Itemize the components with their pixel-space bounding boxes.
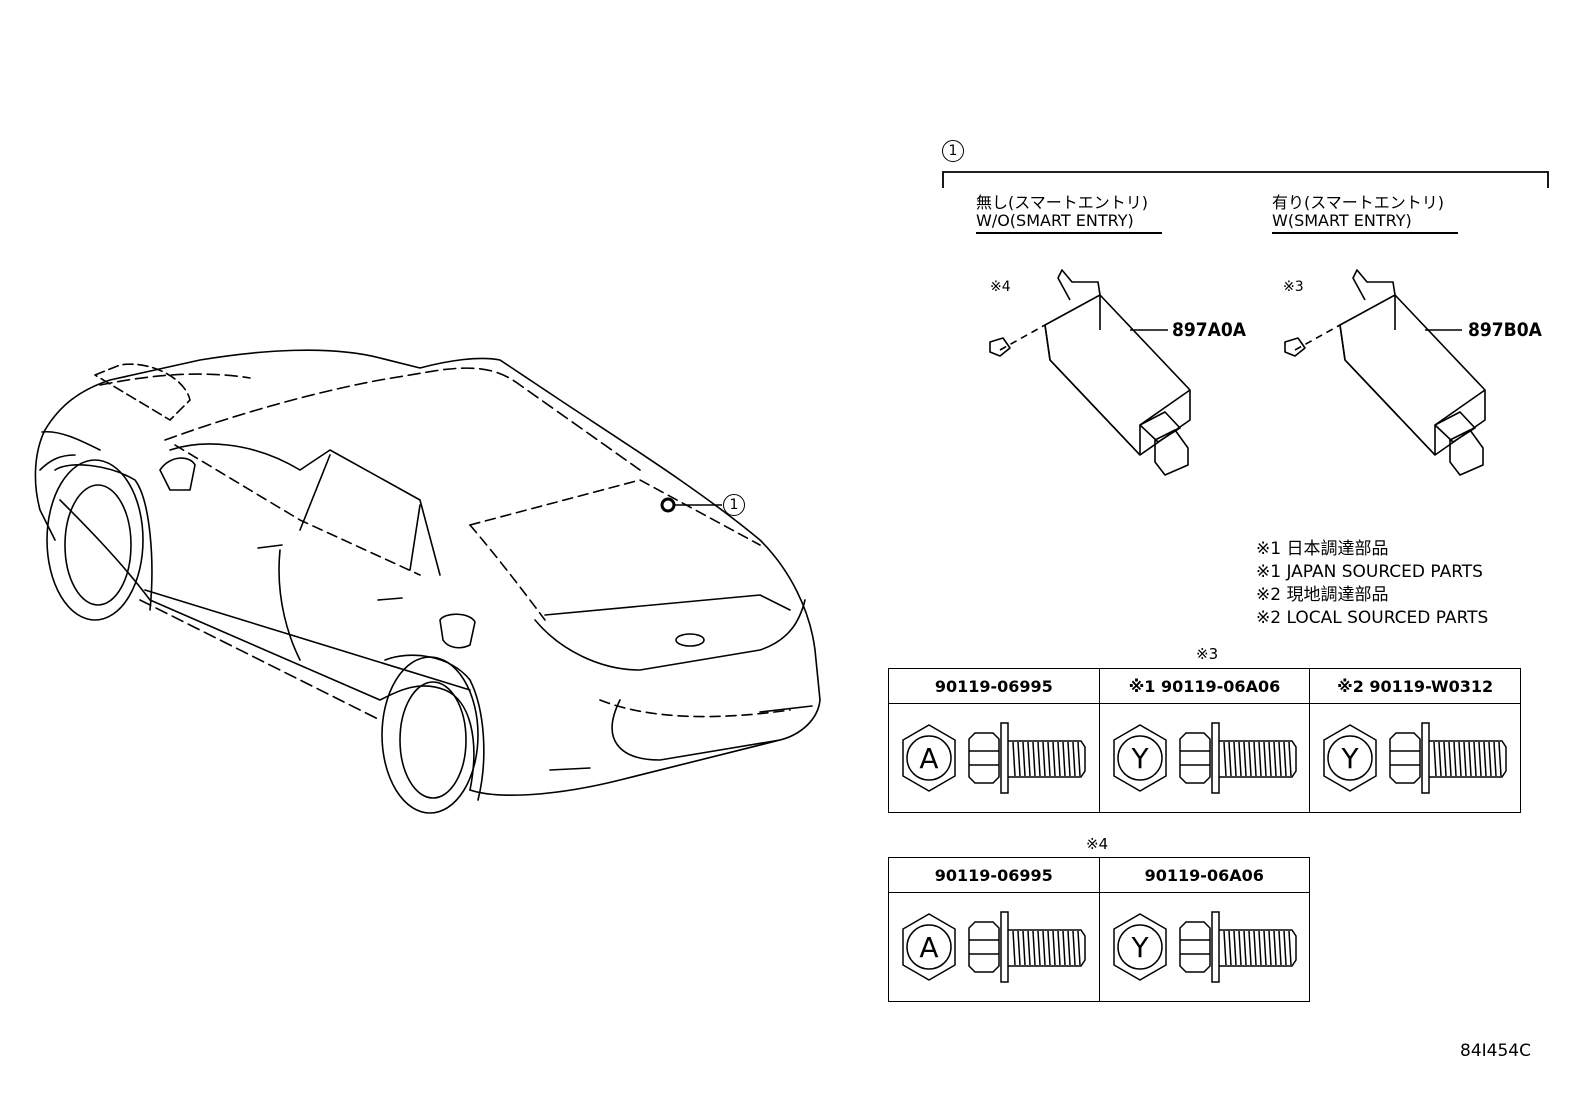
- table3-bolt-3: Y: [1309, 703, 1521, 813]
- bolt-icon: Y: [1100, 705, 1310, 811]
- variant-wo-jp: 無し(スマートエントリ): [976, 193, 1149, 212]
- variant-w-label: 有り(スマートエントリ) W(SMART ENTRY): [1272, 194, 1458, 234]
- table3-header-3: ※2 90119-W0312: [1309, 668, 1521, 704]
- table3-bolt-1: A: [888, 703, 1100, 813]
- table4-header-1: 90119-06995: [888, 857, 1100, 893]
- part-number-897b0a: 897B0A: [1468, 319, 1542, 341]
- variant-wo-label: 無し(スマートエントリ) W/O(SMART ENTRY): [976, 194, 1162, 234]
- bolt-icon: Y: [1310, 705, 1520, 811]
- variant-wo-note-ref: ※4: [990, 279, 1011, 295]
- part-number-897a0a: 897A0A: [1172, 319, 1247, 341]
- bolt-head-mark: A: [919, 931, 938, 964]
- table3-label: ※3: [1196, 645, 1219, 663]
- note-1-jp: ※1 日本調達部品: [1256, 539, 1389, 559]
- bolt-table-4: 90119-06995 90119-06A06 A Y: [888, 857, 1310, 1002]
- bolt-head-mark: Y: [1130, 742, 1149, 775]
- group-header-callout: 1: [942, 140, 964, 162]
- table3-header-2: ※1 90119-06A06: [1098, 668, 1311, 704]
- bolt-icon: Y: [1100, 894, 1310, 1000]
- variant-wo-en: W/O(SMART ENTRY): [976, 211, 1134, 230]
- bolt-icon: A: [889, 705, 1099, 811]
- diagram-code: 84I454C: [1460, 1041, 1531, 1061]
- table3-header-1: 90119-06995: [888, 668, 1100, 704]
- callout-1-car: 1: [723, 494, 745, 516]
- bolt-head-mark: Y: [1130, 931, 1149, 964]
- table3-bolt-2: Y: [1098, 703, 1311, 813]
- variant-w-jp: 有り(スマートエントリ): [1272, 193, 1445, 212]
- bolt-icon: A: [889, 894, 1099, 1000]
- note-2-jp: ※2 現地調達部品: [1256, 585, 1389, 605]
- bolt-head-mark: Y: [1341, 742, 1360, 775]
- bolt-head-mark: A: [919, 742, 938, 775]
- variant-w-en: W(SMART ENTRY): [1272, 211, 1412, 230]
- table4-label: ※4: [1086, 835, 1109, 853]
- note-2-en: ※2 LOCAL SOURCED PARTS: [1256, 608, 1489, 628]
- bolt-table-3: 90119-06995 ※1 90119-06A06 ※2 90119-W031…: [888, 668, 1521, 813]
- note-1-en: ※1 JAPAN SOURCED PARTS: [1256, 562, 1483, 582]
- table4-bolt-1: A: [888, 892, 1100, 1002]
- variant-w-note-ref: ※3: [1283, 279, 1304, 295]
- table4-header-2: 90119-06A06: [1098, 857, 1310, 893]
- table4-bolt-2: Y: [1098, 892, 1310, 1002]
